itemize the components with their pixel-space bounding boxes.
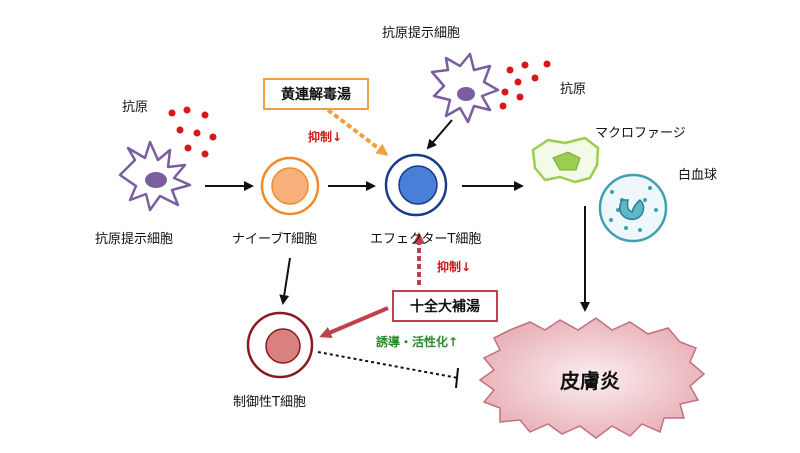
leukocyte-label: 白血球 — [678, 168, 718, 183]
treg-inhibit-line — [317, 351, 459, 379]
treg-label: 制御性T細胞 — [233, 395, 306, 410]
apc-left-cell — [118, 140, 192, 212]
apc-top-label: 抗原提示細胞 — [382, 26, 461, 41]
antigen-dots-left — [168, 106, 217, 158]
treg-inhibit-bar — [455, 367, 459, 389]
arrow-juzentaihoto-to-treg — [319, 306, 389, 339]
macrophage-label: マクロファージ — [595, 126, 686, 141]
arrow-apctop-to-effector — [426, 119, 453, 150]
effector-t-cell — [384, 153, 448, 217]
antigen-dots-right — [499, 60, 551, 110]
arrow-orengedokuto-to-effector — [326, 108, 389, 156]
suppress-top-label: 抑制↓ — [308, 130, 343, 144]
dermatitis-burst — [478, 317, 706, 439]
apc-left-label: 抗原提示細胞 — [95, 232, 174, 247]
effector-t-label: エフェクターT細胞 — [370, 232, 482, 247]
antigen-right-label: 抗原 — [560, 82, 587, 97]
apc-top-cell — [430, 52, 500, 124]
arrow-naive-to-treg — [279, 257, 291, 305]
orengedokuto-box: 黄連解毒湯 — [263, 78, 369, 110]
antigen-left-label: 抗原 — [122, 100, 149, 115]
dermatitis-label: 皮膚炎 — [560, 369, 620, 393]
naive-t-label: ナイーブT細胞 — [232, 232, 318, 247]
macrophage-cell — [531, 136, 600, 184]
leukocyte-cell — [598, 173, 668, 243]
juzentaihoto-box: 十全大補湯 — [392, 290, 498, 322]
naive-t-cell — [260, 156, 320, 216]
treg-cell — [246, 311, 314, 379]
induce-label: 誘導・活性化↑ — [376, 335, 459, 349]
suppress-mid-label: 抑制↓ — [437, 260, 472, 274]
